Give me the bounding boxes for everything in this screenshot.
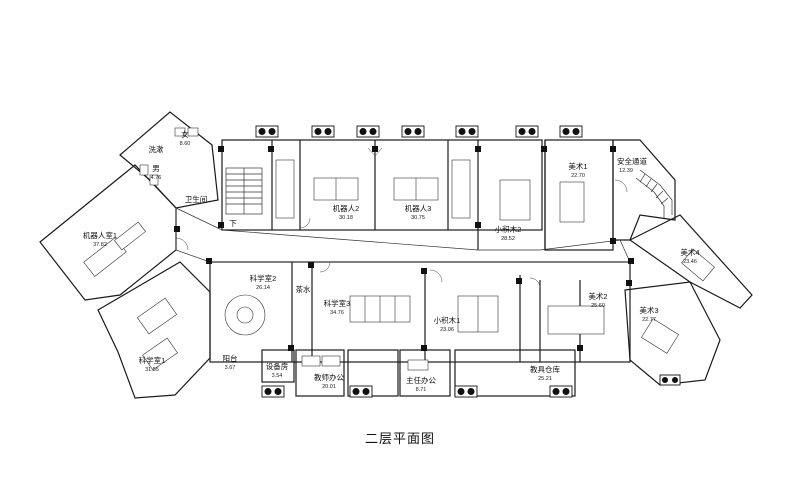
staircase-east <box>635 169 673 218</box>
room-label-meishu4: 美术4 <box>680 247 699 257</box>
doors <box>175 147 628 289</box>
room-area-yangtai: 3.67 <box>225 365 236 371</box>
room-area-shebei: 3.54 <box>272 373 283 379</box>
room-label-jiaoju: 教具仓库 <box>530 364 560 374</box>
room-area-meishu1: 22.70 <box>571 173 585 179</box>
room-label-kexue2: 科学室2 <box>250 273 277 283</box>
room-area-kexue1: 31.55 <box>145 367 159 373</box>
plan-title: 二层平面图 <box>364 431 435 446</box>
room-area-meishu3: 22.77 <box>642 317 656 323</box>
columns <box>174 146 634 351</box>
furniture <box>83 127 715 371</box>
room-area-zhuren: 8.71 <box>416 387 427 393</box>
room-label-anquan: 安全通道 <box>617 156 647 166</box>
room-area-nan: 4.76 <box>151 175 162 181</box>
room-label-meishu3: 美术3 <box>639 305 658 315</box>
room-label-xishu: 洗漱 <box>149 144 164 154</box>
room-label-jiqiren2: 机器人2 <box>333 203 360 213</box>
room-label-yangtai: 阳台 <box>223 353 238 363</box>
room-area-xiao1: 23.06 <box>440 327 454 333</box>
room-label-xiao1: 小积木1 <box>434 315 461 325</box>
room-label-meishu1: 美术1 <box>568 161 587 171</box>
room-label-shebei: 设备房 <box>266 361 289 371</box>
room-label-kexue3: 科学室3 <box>324 298 351 308</box>
room-label-meishu2: 美术2 <box>588 291 607 301</box>
room-area-anquan: 12.39 <box>619 168 633 174</box>
room-area-kexue2: 26.14 <box>256 285 270 291</box>
room-area-jiaoshi: 20.01 <box>322 384 336 390</box>
room-label-weisheng: 卫生间 <box>185 194 208 204</box>
ac-units-north <box>255 125 583 138</box>
room-label-jiaoshi: 教师办公 <box>314 372 344 382</box>
room-area-kexue3: 34.76 <box>330 310 344 316</box>
room-label-nv: 女 <box>181 129 189 139</box>
room-labels: 女 8.60 洗漱 男 4.76 卫生间 机器人室1 37.82 科学室1 31… <box>83 129 700 393</box>
ac-units-south <box>261 374 681 398</box>
room-area-nv: 8.60 <box>180 141 191 147</box>
room-label-nan: 男 <box>152 164 160 173</box>
room-label-zhuren: 主任办公 <box>406 375 436 385</box>
room-area-jiqiren1: 37.82 <box>93 242 107 248</box>
room-area-jiaoju: 25.21 <box>538 376 552 382</box>
room-label-kexue1: 科学室1 <box>139 355 166 365</box>
room-area-jiqiren3: 30.75 <box>411 215 425 221</box>
room-area-meishu2: 25.60 <box>591 303 605 309</box>
room-label-xiao2: 小积木2 <box>495 224 522 234</box>
stair-down-label: 下 <box>229 219 237 228</box>
room-label-jiqiren1: 机器人室1 <box>83 230 117 240</box>
staircase-west <box>225 167 263 215</box>
room-area-jiqiren2: 30.18 <box>339 215 353 221</box>
room-area-meishu4: 23.46 <box>683 259 697 265</box>
room-label-chashui: 茶水 <box>296 284 311 294</box>
room-label-jiqiren3: 机器人3 <box>405 203 432 213</box>
room-area-xiao2: 28.52 <box>501 236 515 242</box>
